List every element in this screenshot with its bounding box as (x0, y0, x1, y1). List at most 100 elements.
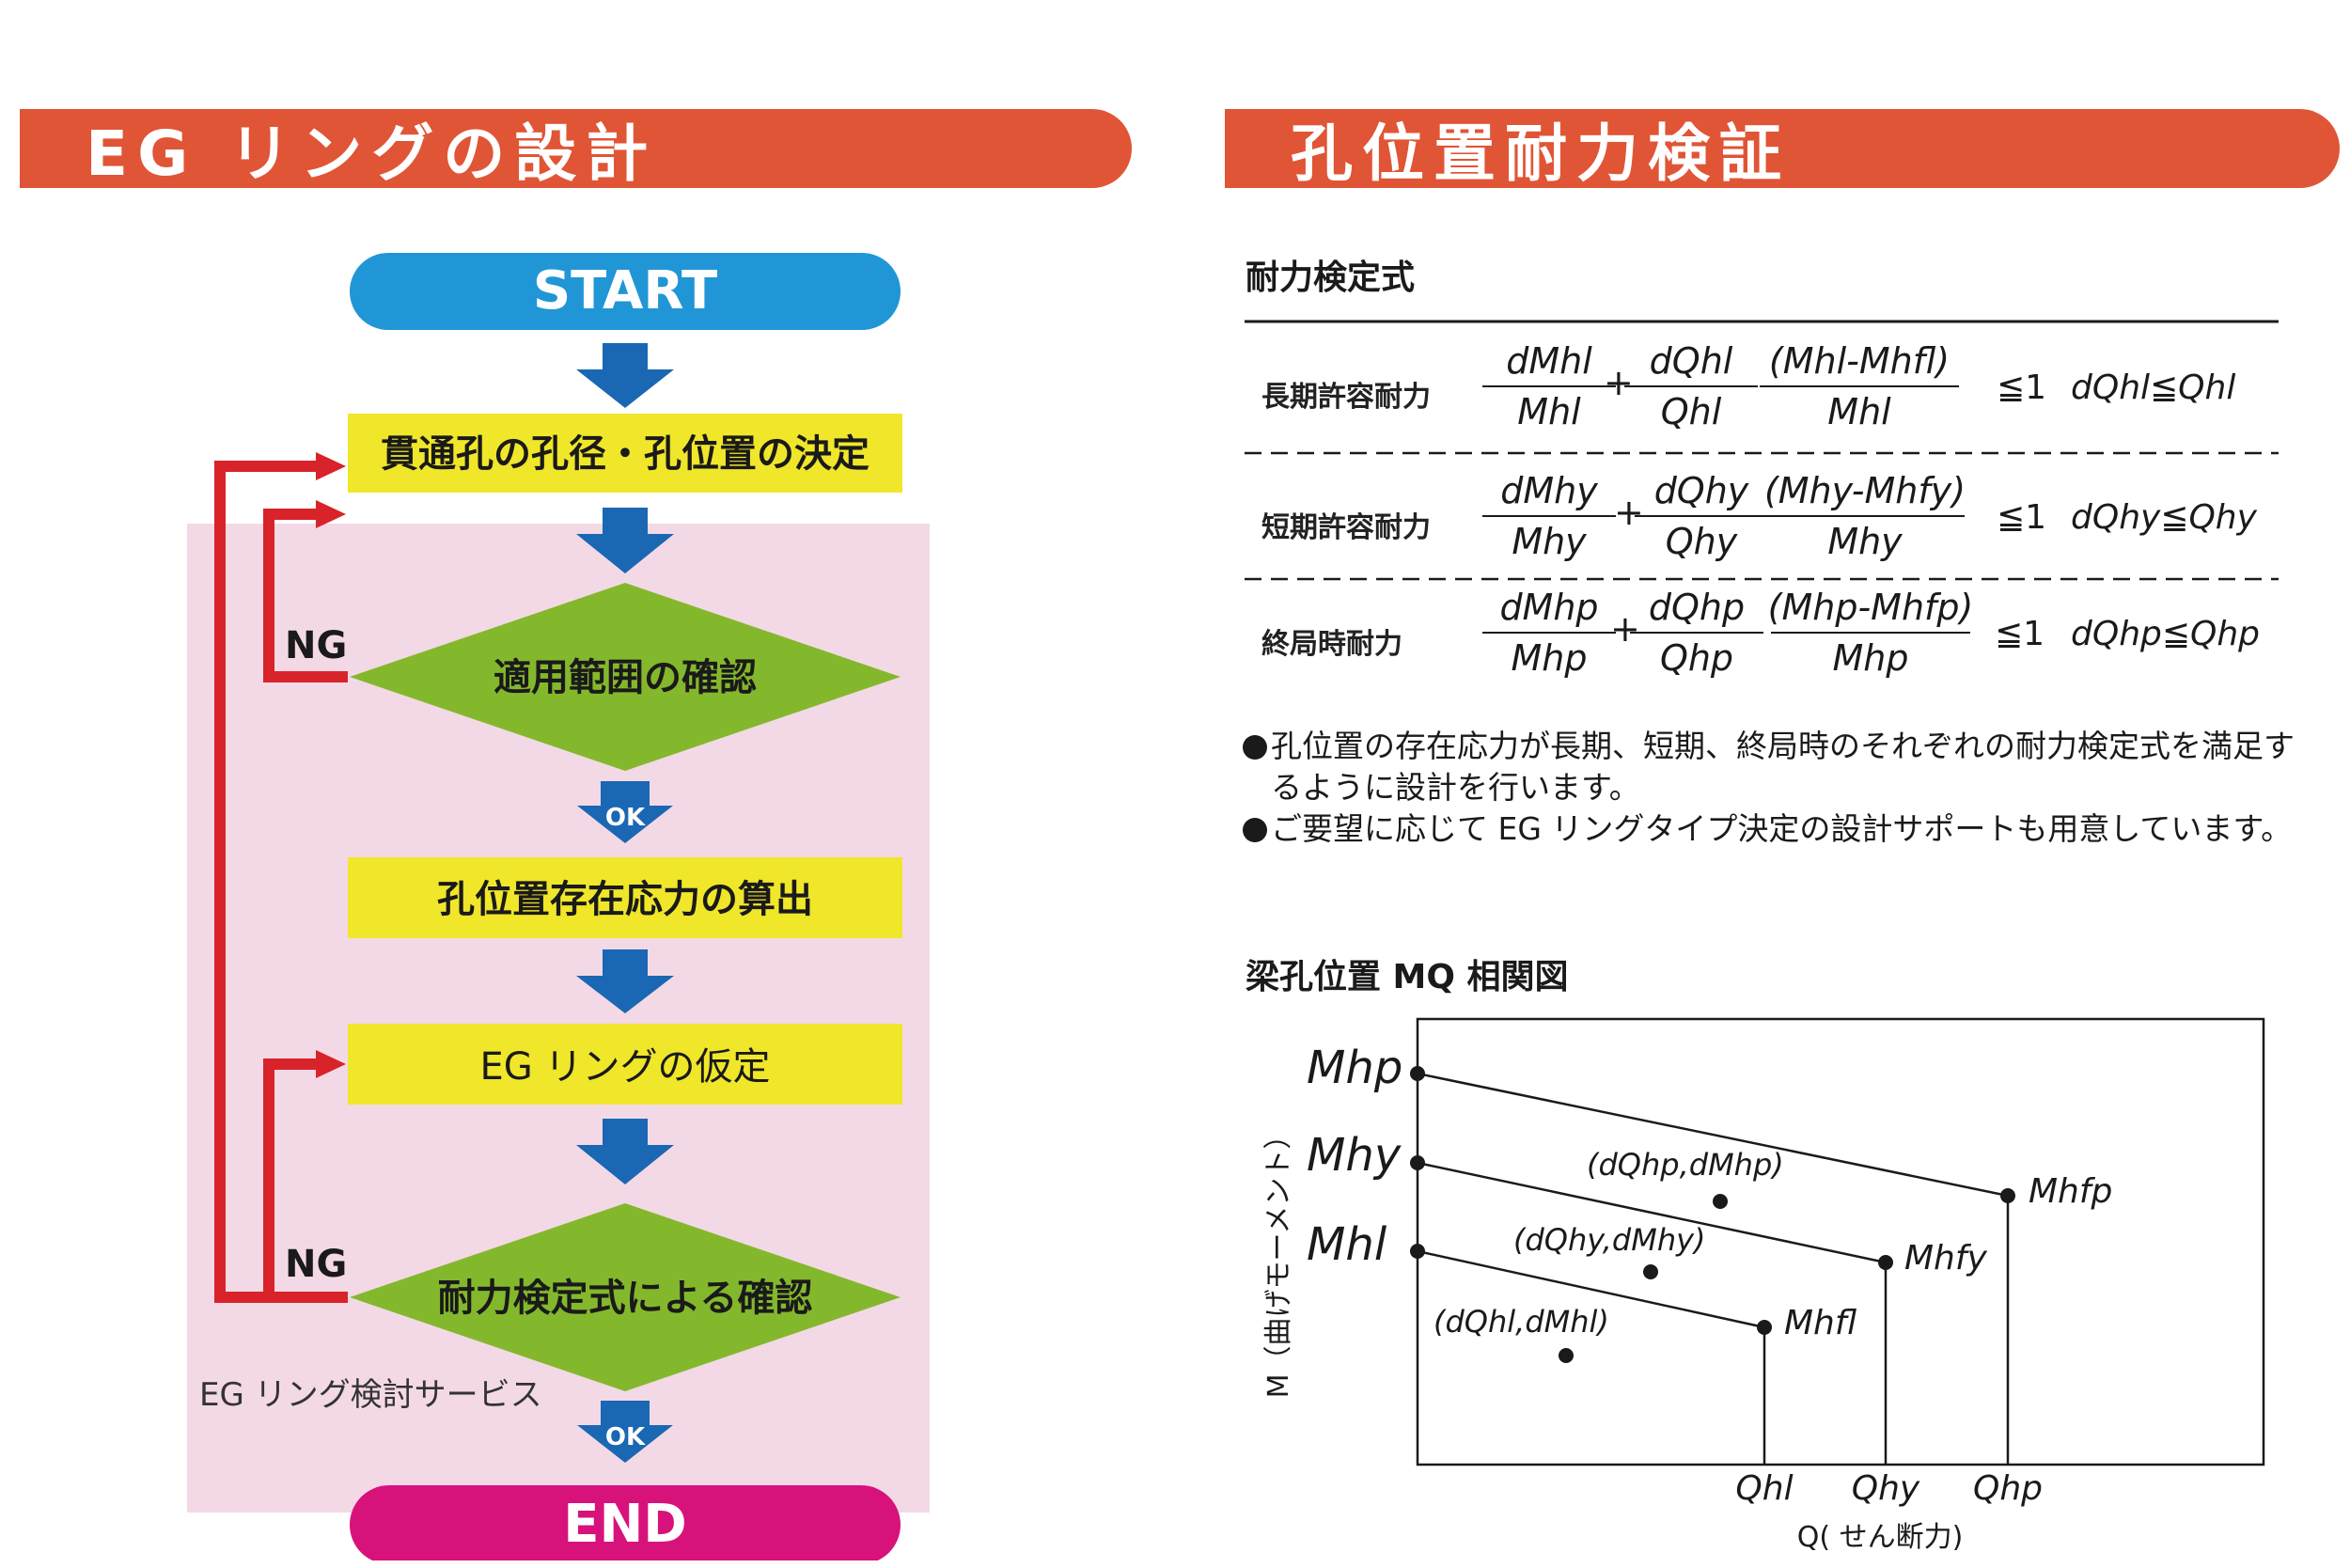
flow-arrow (576, 343, 674, 408)
design-flowchart: START 貫通孔の孔径・孔位置の決定 適用範囲の確認 OK 孔位置存在応力の算… (187, 253, 930, 1560)
x-tick-label: Qhp (1973, 1469, 2043, 1508)
denominator: Mhl (1517, 391, 1581, 432)
y-tick-label: Mhl (1307, 1218, 1387, 1271)
note-text: ご要望に応じて EG リングタイプ決定の設計サポートも用意しています。 (1271, 810, 2293, 847)
row-label-short-term: 短期許容耐力 (1261, 511, 1431, 544)
design-note-2: ご要望に応じて EG リングタイプ決定の設計サポートも用意しています。 (1243, 808, 2292, 850)
ng-loop-arrowhead (316, 500, 346, 528)
numerator: dQhy (1653, 470, 1749, 511)
applicability-check-label: 適用範囲の確認 (494, 656, 757, 699)
numerator: (Mhp-Mhfp) (1767, 587, 1974, 628)
end-label: Mhfp (2029, 1172, 2112, 1211)
service-label: EG リング検討サービス (199, 1376, 542, 1414)
plus-sign: + (1604, 362, 1634, 403)
long-term-line (1417, 1249, 1765, 1329)
denominator: Qhy (1665, 521, 1738, 562)
numerator: dMhy (1500, 470, 1598, 511)
numerator: (Mhl-Mhfl) (1768, 340, 1950, 382)
end-label: Mhfy (1904, 1239, 1988, 1278)
plus-sign: + (1610, 608, 1640, 650)
fraction-shear: dQhy Qhy (1631, 468, 1772, 564)
hole-diameter-position-step (348, 414, 902, 493)
le-one: ≦1 (1997, 368, 2047, 407)
end-label: Mhfl (1784, 1304, 1857, 1342)
left-section-banner: EG リングの設計 (20, 109, 1132, 190)
y-tick-label: Mhp (1307, 1042, 1402, 1094)
hole-diameter-position-label: 貫通孔の孔径・孔位置の決定 (381, 432, 870, 476)
fraction-moment: dMhy Mhy (1479, 468, 1620, 564)
denominator: Mhy (1512, 521, 1587, 562)
eg-ring-assumption-label: EG リングの仮定 (480, 1045, 771, 1089)
formula-heading: 耐力検定式 (1246, 259, 1416, 297)
numerator: dQhl (1649, 340, 1733, 382)
endpoint-dot (1410, 1155, 1425, 1170)
shear-condition: dQhp≦Qhp (2071, 615, 2261, 653)
endpoint-dot (1757, 1320, 1772, 1335)
flow-arrow (576, 508, 674, 573)
ng-loop-arrowhead (316, 452, 346, 480)
short-term-line (1417, 1161, 1887, 1264)
fraction-moment-diff: (Mhl-Mhfl) Mhl (1756, 338, 1963, 434)
denominator: Qhl (1660, 391, 1722, 432)
point-label: (dQhl,dMhl) (1434, 1304, 1609, 1340)
note-text: るように設計を行います。 (1271, 769, 1640, 806)
bullet-icon (1243, 818, 1267, 842)
stress-calculation-label: 孔位置存在応力の算出 (437, 878, 813, 921)
stress-calculation-step (348, 857, 902, 938)
fraction-shear: dQhl Qhl (1621, 338, 1762, 434)
denominator: Qhp (1659, 637, 1734, 679)
ng-label: NG (285, 1243, 347, 1286)
numerator: dMhl (1506, 340, 1592, 382)
endpoint-dot (2000, 1188, 2015, 1203)
end-terminal (350, 1485, 901, 1560)
shear-condition: dQhy≦Qhy (2071, 498, 2257, 537)
formula-table-rules (1245, 320, 2279, 581)
fraction-moment-diff: (Mhp-Mhfp) Mhp (1767, 585, 1974, 681)
plus-sign: + (1614, 492, 1644, 533)
left-section-title: EG リングの設計 (86, 118, 658, 190)
start-label: START (533, 260, 717, 321)
ultimate-line (1417, 1072, 2009, 1198)
point-label: (dQhp,dMhp) (1587, 1147, 1784, 1183)
endpoint-dot (1410, 1066, 1425, 1081)
right-section-banner: 孔位置耐力検証 (1225, 109, 2340, 190)
ng-loop-line (263, 1058, 348, 1303)
note-text: 孔位置の存在応力が長期、短期、終局時のそれぞれの耐力検定式を満足す (1271, 728, 2295, 764)
ng-label: NG (285, 624, 347, 667)
denominator: Mhp (1511, 637, 1588, 679)
applicability-check-decision (350, 583, 901, 771)
data-point (1713, 1194, 1728, 1209)
bullet-icon (1243, 735, 1267, 760)
fraction-moment-diff: (Mhy-Mhfy) Mhy (1762, 468, 1968, 564)
fraction-moment: dMhl Mhl (1479, 338, 1620, 434)
numerator: dMhp (1499, 587, 1599, 628)
strength-check-decision (350, 1203, 901, 1391)
row-label-long-term: 長期許容耐力 (1261, 381, 1431, 414)
end-label: END (563, 1494, 687, 1555)
data-point (1643, 1264, 1658, 1279)
numerator: (Mhy-Mhfy) (1763, 470, 1966, 511)
start-terminal (350, 253, 901, 330)
denominator: Mhy (1827, 521, 1903, 562)
ok-arrow (577, 781, 673, 843)
shear-condition: dQhl≦Qhl (2071, 368, 2236, 407)
endpoint-dot (1878, 1255, 1893, 1270)
data-point (1559, 1348, 1574, 1363)
x-tick-label: Qhy (1852, 1469, 1920, 1508)
eg-ring-assumption-step (348, 1024, 902, 1105)
denominator: Mhp (1832, 637, 1909, 679)
mq-chart-title: 梁孔位置 MQ 相関図 (1246, 958, 1569, 996)
ok-label: OK (605, 804, 646, 832)
mq-interaction-diagram: Mhp Mhy Mhl Mhfp Mhfy Mhfl (dQhp,dMhp) (… (1262, 1017, 2265, 1554)
ok-arrow (577, 1401, 673, 1463)
le-one: ≦1 (1995, 615, 2045, 653)
numerator: dQhp (1648, 587, 1746, 628)
y-axis-label: M（曲げモーメント） (1262, 1121, 1295, 1399)
plot-frame (1416, 1017, 2265, 1466)
row-label-ultimate: 終局時耐力 (1261, 628, 1402, 661)
fraction-moment: dMhp Mhp (1479, 585, 1620, 681)
ng-loop-line (263, 509, 348, 682)
design-note-1: 孔位置の存在応力が長期、短期、終局時のそれぞれの耐力検定式を満足す (1243, 726, 2295, 767)
x-tick-label: Qhl (1735, 1469, 1793, 1508)
design-note-1-continued: るように設計を行います。 (1271, 767, 1640, 808)
